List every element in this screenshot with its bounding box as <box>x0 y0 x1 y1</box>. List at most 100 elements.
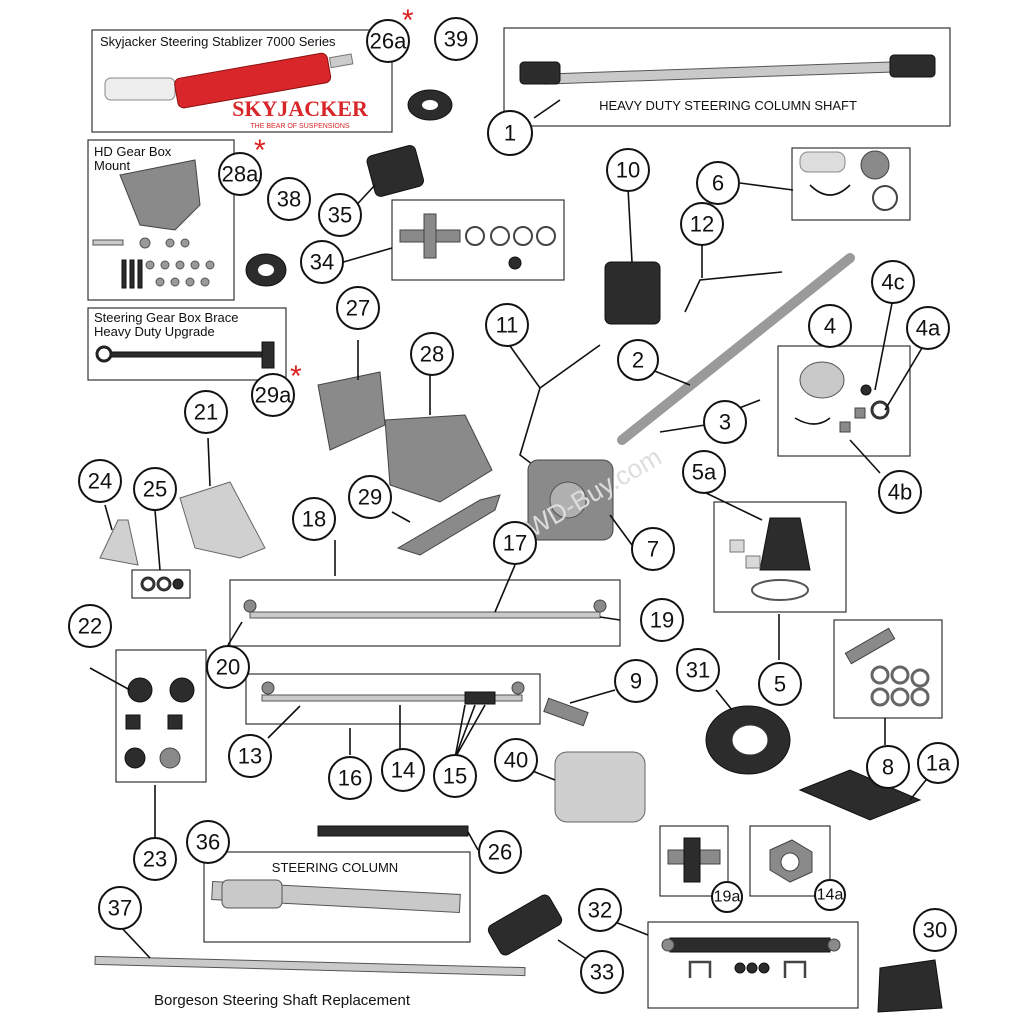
callout-1a: 1a <box>917 742 959 784</box>
stabilizer-box: Skyjacker Steering Stablizer 7000 Series… <box>91 29 393 133</box>
mount-28 <box>384 414 493 503</box>
steering-column-title: STEERING COLUMN <box>272 860 398 875</box>
skid-1a <box>798 769 922 821</box>
callout-14a: 14a <box>814 879 846 911</box>
callout-9: 9 <box>614 659 658 703</box>
svg-text:20: 20 <box>216 655 240 680</box>
sector-seal-box <box>777 345 911 457</box>
svg-text:14a: 14a <box>817 887 844 904</box>
svg-text:27: 27 <box>346 296 370 321</box>
boot-31 <box>705 705 791 775</box>
svg-text:11: 11 <box>496 313 519 338</box>
svg-text:18: 18 <box>302 507 326 532</box>
upgrade-asterisk-26a: * <box>402 4 414 37</box>
svg-text:5: 5 <box>774 672 786 697</box>
callout-10: 10 <box>606 148 650 192</box>
stabilizer-kit-box <box>647 921 859 1009</box>
stabilizer-image: SKYJACKER THE BEAR OF SUSPENSIONS <box>104 52 369 130</box>
callout-37: 37 <box>98 886 142 930</box>
gearbox-7 <box>527 459 614 541</box>
bracket-27 <box>317 371 386 451</box>
callout-5: 5 <box>758 662 802 706</box>
callout-1: 1 <box>487 110 533 156</box>
svg-text:23: 23 <box>143 847 167 872</box>
boot-kit-box <box>713 501 847 613</box>
callout-26: 26 <box>478 830 522 874</box>
pitman-9 <box>543 697 589 727</box>
callout-29a: 29a <box>251 373 295 417</box>
svg-text:37: 37 <box>108 896 132 921</box>
svg-text:32: 32 <box>588 898 612 923</box>
ball-joint-box <box>115 649 207 783</box>
svg-text:4b: 4b <box>888 480 912 505</box>
svg-text:8: 8 <box>882 755 894 780</box>
svg-text:34: 34 <box>310 250 334 275</box>
gear-mount-title-1: HD Gear Box <box>94 144 172 159</box>
steering-column-box: STEERING COLUMN <box>203 851 471 943</box>
svg-text:4a: 4a <box>916 316 941 341</box>
callout-19a: 19a <box>711 881 743 913</box>
gear-mount-box: HD Gear Box Mount <box>87 139 235 301</box>
callout-2: 2 <box>617 339 659 381</box>
svg-text:36: 36 <box>196 830 220 855</box>
svg-text:1: 1 <box>504 121 516 146</box>
column-shaft-image <box>519 54 936 85</box>
callout-22: 22 <box>68 604 112 648</box>
brace-image <box>95 341 275 369</box>
callout-13: 13 <box>228 734 272 778</box>
svg-text:29a: 29a <box>255 383 292 408</box>
plate-30 <box>877 959 943 1013</box>
svg-text:19a: 19a <box>714 889 741 906</box>
svg-text:2: 2 <box>632 348 644 373</box>
callout-23: 23 <box>133 837 177 881</box>
callout-28a: 28a <box>218 152 262 196</box>
callout-28: 28 <box>410 332 454 376</box>
u-joint-33 <box>487 894 563 956</box>
svg-text:4c: 4c <box>881 270 904 295</box>
upgrade-asterisk-29a: * <box>290 360 302 393</box>
callout-3: 3 <box>703 400 747 444</box>
callout-34: 34 <box>300 240 344 284</box>
stabilizer-26 <box>317 825 469 837</box>
brace-29 <box>396 494 501 556</box>
svg-text:38: 38 <box>277 187 301 212</box>
stabilizer-title: Skyjacker Steering Stablizer 7000 Series <box>100 34 336 49</box>
svg-text:10: 10 <box>616 158 640 183</box>
callout-32: 32 <box>578 888 622 932</box>
callout-40: 40 <box>494 738 538 782</box>
shaft-37 <box>94 955 526 977</box>
skyjacker-tagline: THE BEAR OF SUSPENSIONS <box>250 123 350 130</box>
brace-title-1: Steering Gear Box Brace <box>94 310 239 325</box>
svg-text:7: 7 <box>647 537 659 562</box>
tie-rod-box <box>229 579 621 647</box>
column-shaft-title: HEAVY DUTY STEERING COLUMN SHAFT <box>599 98 857 113</box>
sector-shaft-box <box>833 619 943 719</box>
svg-text:28: 28 <box>420 342 444 367</box>
seal-38 <box>245 253 287 287</box>
callout-24: 24 <box>78 459 122 503</box>
u-joint-kit-box <box>391 199 565 281</box>
svg-text:1a: 1a <box>926 751 951 776</box>
callout-11: 11 <box>485 303 529 347</box>
callout-27: 27 <box>336 286 380 330</box>
column-shaft-box: HEAVY DUTY STEERING COLUMN SHAFT <box>503 27 951 127</box>
callout-4a: 4a <box>906 306 950 350</box>
svg-text:5a: 5a <box>692 460 717 485</box>
seal-39 <box>407 89 453 121</box>
svg-text:6: 6 <box>712 171 724 196</box>
callout-8: 8 <box>866 745 910 789</box>
pump-10 <box>604 261 661 325</box>
svg-text:19: 19 <box>650 608 674 633</box>
svg-text:35: 35 <box>328 203 352 228</box>
callout-12: 12 <box>680 202 724 246</box>
callout-15: 15 <box>433 754 477 798</box>
callout-4b: 4b <box>878 470 922 514</box>
hose-12 <box>684 271 783 313</box>
callout-21: 21 <box>184 390 228 434</box>
svg-text:15: 15 <box>443 764 467 789</box>
gear-mount-title-2: Mount <box>94 158 131 173</box>
callout-4: 4 <box>808 304 852 348</box>
callout-17: 17 <box>493 521 537 565</box>
svg-text:39: 39 <box>444 27 468 52</box>
